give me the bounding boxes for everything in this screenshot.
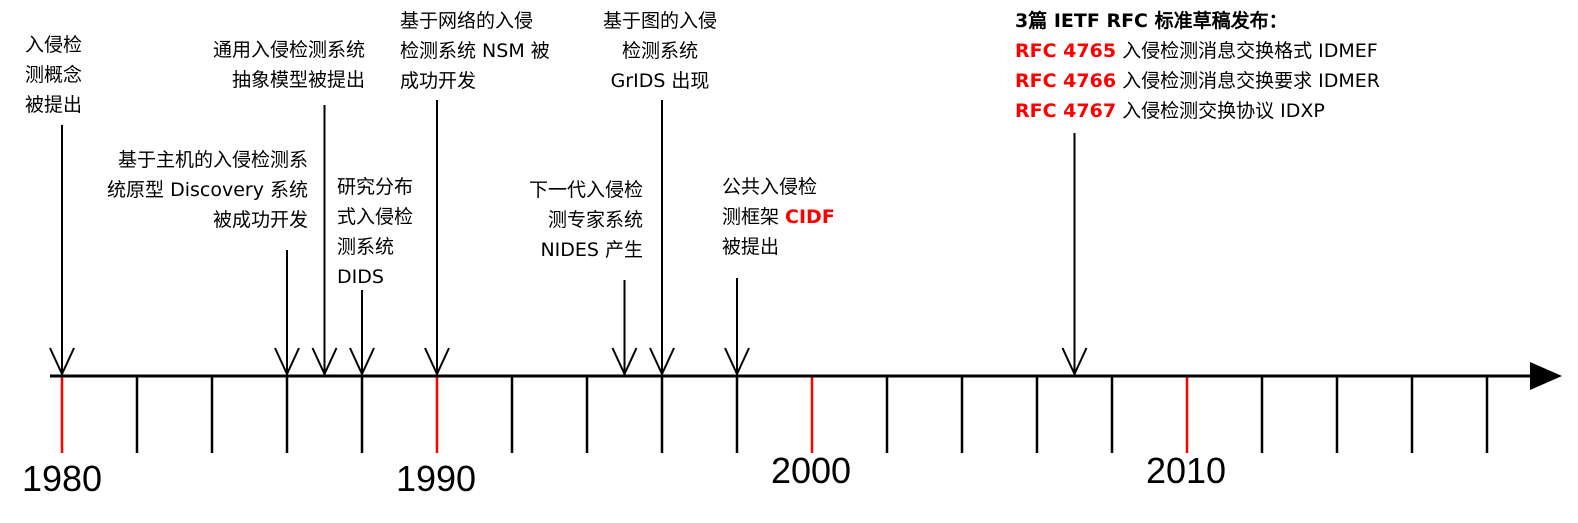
event-1980: 入侵检 测概念 被提出 [25,30,82,120]
event-line: GrIDS 出现 [610,70,710,92]
event-2007: 3篇 IETF RFC 标准草稿发布： RFC 4765 入侵检测消息交换格式 … [1015,6,1380,126]
event-arrow-icon [611,280,638,377]
rfc-text: 入侵检测消息交换格式 IDMEF [1116,40,1378,62]
event-1995: 下一代入侵检 测专家系统 NIDES 产生 [529,175,643,265]
event-line: 基于网络的入侵 [400,10,534,32]
event-text: 测框架 [722,206,786,228]
event-line: 式入侵检 [337,206,414,228]
cidf-highlight: CIDF [785,206,835,228]
event-line: 被提出 [722,236,780,258]
event-line: 下一代入侵检 [528,179,643,201]
event-line: 成功开发 [400,70,477,92]
year-label-1990: 1990 [395,458,477,499]
event-1996: 基于图的入侵 检测系统 GrIDS 出现 [580,6,740,96]
event-line: 基于主机的入侵检测系 [117,149,308,171]
rfc-item: RFC 4765 入侵检测消息交换格式 IDMEF [1015,36,1380,66]
event-line: 被成功开发 [212,209,308,231]
rfc-id: RFC 4767 [1015,100,1117,122]
year-label-2010: 2010 [1145,450,1227,491]
rfc-id: RFC 4766 [1015,70,1117,92]
event-line: 抽象模型被提出 [231,69,365,91]
event-line: DIDS [337,266,384,288]
rfc-item: RFC 4767 入侵检测交换协议 IDXP [1015,96,1380,126]
event-arrow-icon [311,105,338,377]
event-arrow-icon [49,125,75,377]
event-1990: 基于网络的入侵 检测系统 NSM 被 成功开发 [400,6,550,96]
event-line: 检测系统 [621,40,698,62]
event-arrow-icon [1061,133,1088,377]
event-line: 测专家系统 [547,209,643,231]
event-line: 基于图的入侵 [602,10,717,32]
event-line: 通用入侵检测系统 [212,39,365,61]
year-label-2000: 2000 [770,450,852,491]
event-1986: 基于主机的入侵检测系 统原型 Discovery 系统 被成功开发 [107,145,308,235]
event-arrow-icon [349,290,375,377]
rfc-text: 入侵检测交换协议 IDXP [1116,100,1325,122]
event-arrow-icon [724,278,750,377]
event-line: 研究分布 [337,176,414,198]
event-line: 入侵检 [25,34,83,56]
event-arrow-icon [424,100,450,377]
event-arrow-icon [274,250,300,377]
event-line: NIDES 产生 [540,239,643,261]
event-1998: 公共入侵检 测框架 CIDF 被提出 [722,172,835,262]
rfc-title: 3篇 IETF RFC 标准草稿发布： [1015,10,1288,32]
rfc-text: 入侵检测消息交换要求 IDMER [1116,70,1380,92]
rfc-item: RFC 4766 入侵检测消息交换要求 IDMER [1015,66,1380,96]
year-label-1980: 1980 [21,458,103,499]
event-arrow-icon [649,100,675,377]
event-1988: 研究分布 式入侵检 测系统 DIDS [337,172,413,292]
event-line: 测框架 CIDF [722,202,835,232]
axis-arrowhead-icon [1530,362,1562,390]
event-line: 测系统 [337,236,395,258]
event-1987: 通用入侵检测系统 抽象模型被提出 [213,35,365,95]
event-line: 统原型 Discovery 系统 [107,179,308,201]
event-line: 测概念 [25,64,83,86]
event-line: 检测系统 NSM 被 [400,40,550,62]
rfc-id: RFC 4765 [1015,40,1117,62]
event-line: 被提出 [25,94,83,116]
event-line: 公共入侵检 [722,176,818,198]
